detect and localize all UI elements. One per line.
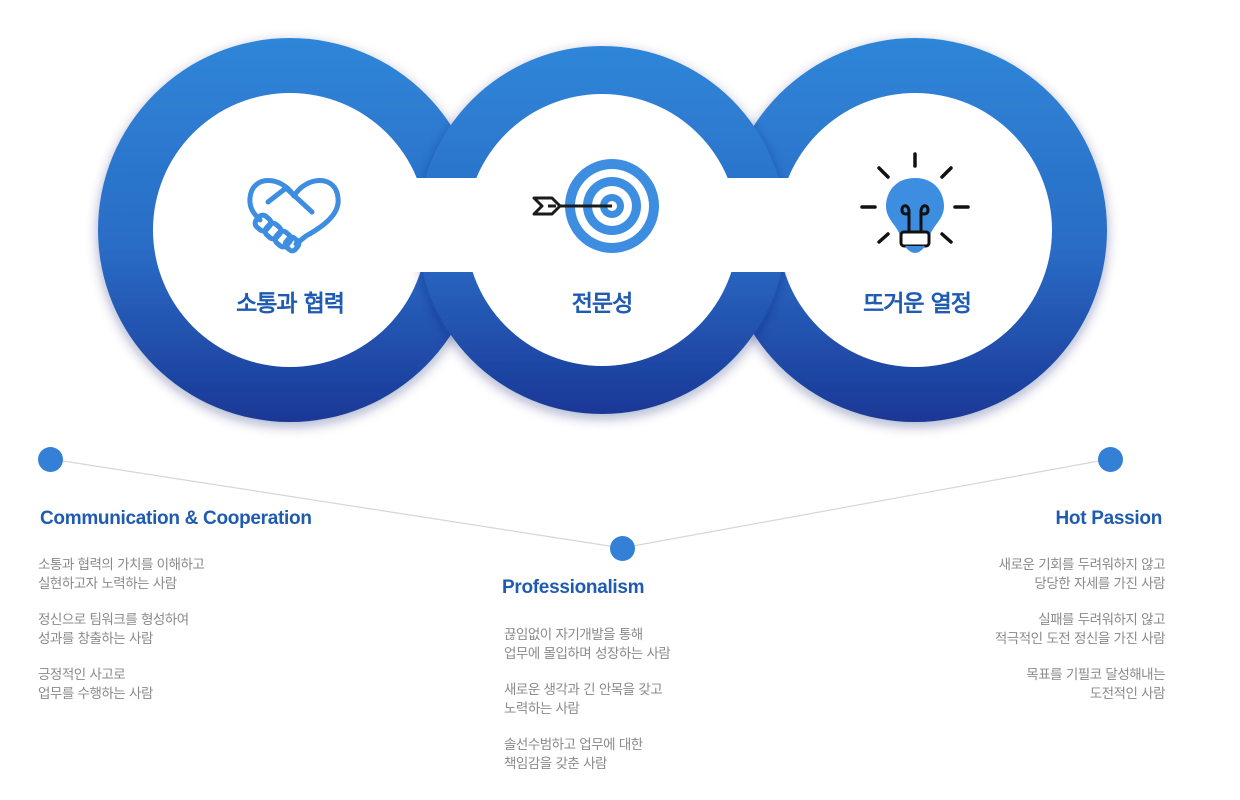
- section-title-communication: Communication & Cooperation: [40, 508, 312, 529]
- ring-title-professionalism: 전문성: [571, 291, 633, 317]
- lightbulb-icon: [860, 152, 970, 253]
- dot-communication: [38, 447, 63, 472]
- handshake-heart-icon: [247, 178, 341, 254]
- ring-title-communication: 소통과 협력: [236, 291, 345, 317]
- connector-line-left: [49, 458, 623, 549]
- ring-communication: [98, 38, 482, 422]
- section-title-passion: Hot Passion: [1055, 508, 1163, 529]
- target-arrow-icon: [532, 159, 659, 253]
- section-title-professionalism: Professionalism: [502, 577, 645, 598]
- ring-title-passion: 뜨거운 열정: [863, 291, 972, 317]
- connector-line-right: [621, 458, 1111, 549]
- dot-passion: [1098, 447, 1123, 472]
- dot-professionalism: [610, 536, 635, 561]
